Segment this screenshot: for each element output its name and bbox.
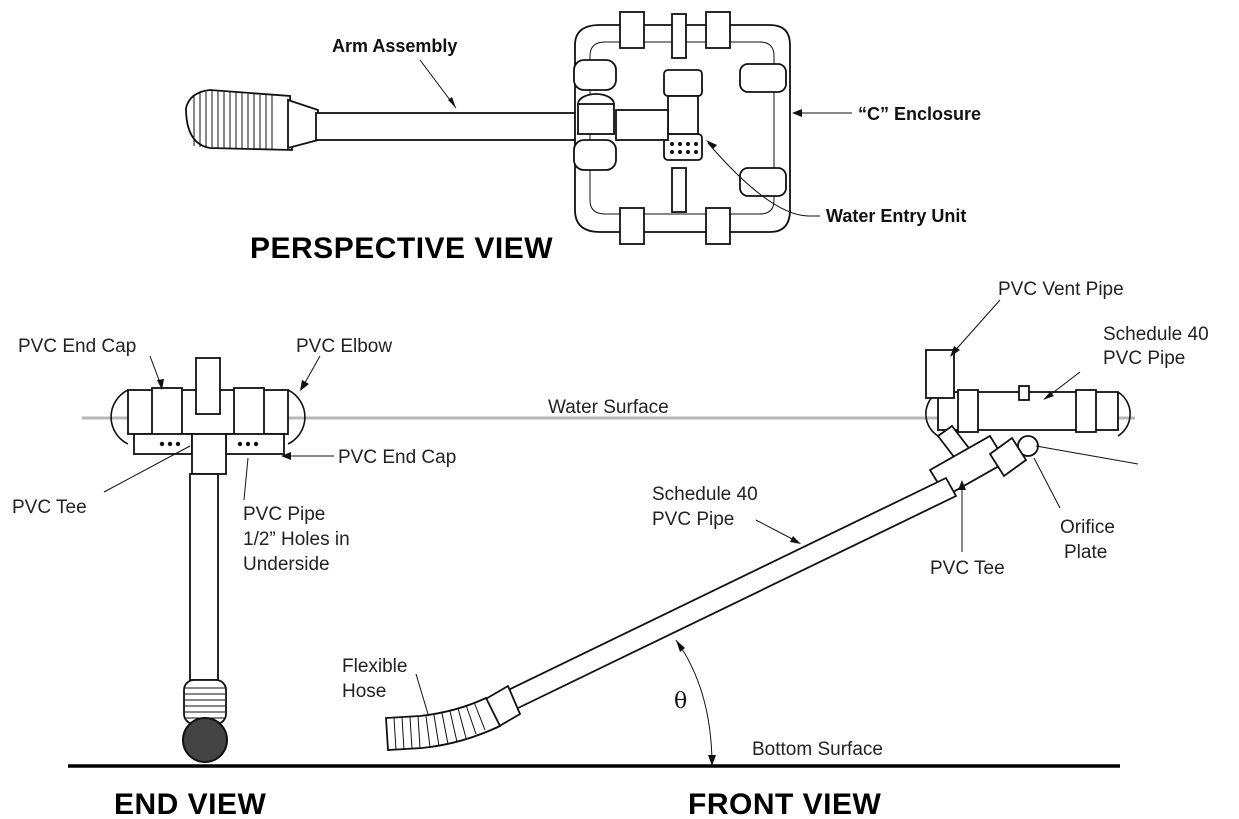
- end-left-elbow: [110, 389, 129, 445]
- perspective-arm-pipe: [315, 112, 617, 141]
- front-schedule-mid-line1: Schedule 40: [652, 484, 758, 505]
- end-vertical-pipe: [189, 473, 219, 681]
- end-tee-label: PVC Tee: [12, 497, 87, 518]
- perspective-c-enclosure: [573, 11, 791, 245]
- end-view: PVC End Cap PVC Elbow PVC End Cap PVC Te…: [12, 336, 456, 819]
- end-hose-opening: [182, 717, 228, 763]
- bottom-surface-label: Bottom Surface: [752, 739, 883, 760]
- front-hose-label-line1: Flexible: [342, 656, 407, 677]
- front-view: θ PVC Vent Pipe Schedule 40 PVC Pipe Sch…: [342, 279, 1209, 819]
- front-orifice-label-line2: Plate: [1064, 542, 1107, 563]
- angle-theta-label: θ: [674, 689, 687, 714]
- c-enclosure-label: “C” Enclosure: [858, 104, 981, 124]
- front-hose-label-line2: Hose: [342, 681, 386, 702]
- end-pipe-label-line3: Underside: [243, 554, 330, 575]
- water-surface-label: Water Surface: [548, 397, 669, 418]
- end-pipe-label-line2: 1/2” Holes in: [243, 529, 350, 550]
- front-tee-label: PVC Tee: [930, 558, 1005, 579]
- end-vent-riser: [195, 357, 221, 415]
- end-right-elbow: [287, 389, 306, 445]
- front-schedule-top-line1: Schedule 40: [1103, 324, 1209, 345]
- end-elbow-label: PVC Elbow: [296, 336, 392, 357]
- front-vent-pipe-label: PVC Vent Pipe: [998, 279, 1124, 300]
- angle-arc: [675, 639, 713, 767]
- front-schedule-mid-line2: PVC Pipe: [652, 509, 734, 530]
- end-view-title: END VIEW: [114, 788, 267, 819]
- end-pipe-label-line1: PVC Pipe: [243, 504, 325, 525]
- water-entry-leader: [707, 142, 820, 217]
- arm-assembly-label: Arm Assembly: [332, 36, 457, 56]
- front-schedule-top-line2: PVC Pipe: [1103, 348, 1185, 369]
- end-cap-side-label: PVC End Cap: [338, 447, 456, 468]
- front-view-title: FRONT VIEW: [688, 788, 882, 819]
- perspective-coupling: [287, 98, 319, 150]
- front-vent-pipe: [925, 349, 955, 399]
- perspective-flexible-hose: [185, 89, 293, 151]
- water-entry-unit-label: Water Entry Unit: [826, 206, 966, 226]
- perspective-view-title: PERSPECTIVE VIEW: [250, 232, 553, 265]
- front-right-elbow: [1117, 391, 1131, 437]
- end-cap-top-label: PVC End Cap: [18, 336, 136, 357]
- end-tee: [191, 433, 227, 475]
- front-orifice-label-line1: Orifice: [1060, 517, 1115, 538]
- front-flexible-hose: [385, 696, 502, 751]
- perspective-view: Arm Assembly “C” Enclosure Water Entry U…: [185, 11, 981, 265]
